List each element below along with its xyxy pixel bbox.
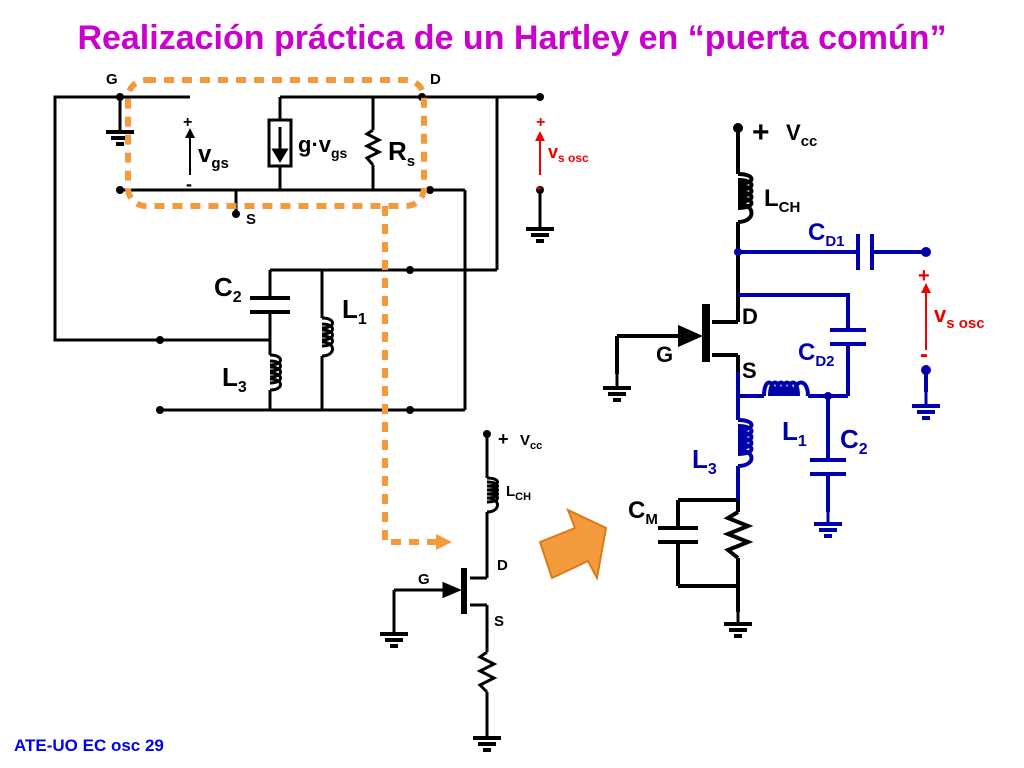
label-c2: C2 [214,272,242,306]
inductor-icon [762,380,810,397]
large-label-g: G [656,342,673,367]
large-vs-label: vs osc [934,302,985,332]
label-g: G [106,71,118,88]
small-vcc-label: Vcc [520,432,542,452]
small-lch-label: LCH [506,483,531,503]
vgs-plus: + [183,114,192,131]
label-l3: L3 [222,362,247,396]
large-jfet-circuit [601,128,754,638]
label-s: S [246,211,256,228]
large-label-s: S [742,358,757,383]
label-vgs: vgs [198,141,229,172]
label-gm: g·vgs [298,132,348,161]
inductor-icon [269,353,282,392]
inductor-icon [737,418,754,468]
vs-plus: + [536,114,545,131]
current-source-icon [267,118,293,168]
large-cd1-label: CD1 [808,219,845,250]
large-label-d: D [742,304,758,329]
vs-minus: - [536,177,542,197]
large-vcc-label: Vcc [786,120,817,150]
inductor-icon [737,172,754,224]
inductor-icon [486,476,499,514]
slide-footer: ATE-UO EC osc 29 [14,736,164,755]
large-cm-label: CM [628,497,658,528]
label-vs-osc: vs osc [548,142,589,165]
large-c2-label: C2 [840,424,868,458]
large-l1-label: L1 [782,416,807,450]
large-lch-label: LCH [764,185,800,216]
label-l1: L1 [342,294,367,328]
vgs-minus: - [186,174,192,194]
resistor-icon [476,650,498,694]
resistor-icon [722,510,754,560]
small-vcc-plus: + [498,429,509,449]
capacitor-icon [250,296,290,314]
large-vs-minus: - [920,341,928,368]
large-vcc-plus: + [752,116,770,149]
small-label-d: D [497,557,508,574]
small-label-g: G [418,571,430,588]
inductor-icon [321,316,334,358]
arrow-icon [538,508,608,582]
resistor-icon [363,128,383,166]
page-title: Realización práctica de un Hartley en “p… [77,19,947,57]
label-d: D [430,71,441,88]
large-cd2-label: CD2 [798,339,835,370]
small-jfet-circuit [378,434,503,752]
large-vs-plus: + [918,265,930,287]
label-rs: Rs [388,136,415,170]
large-l3-label: L3 [692,444,717,478]
small-label-s: S [494,613,504,630]
